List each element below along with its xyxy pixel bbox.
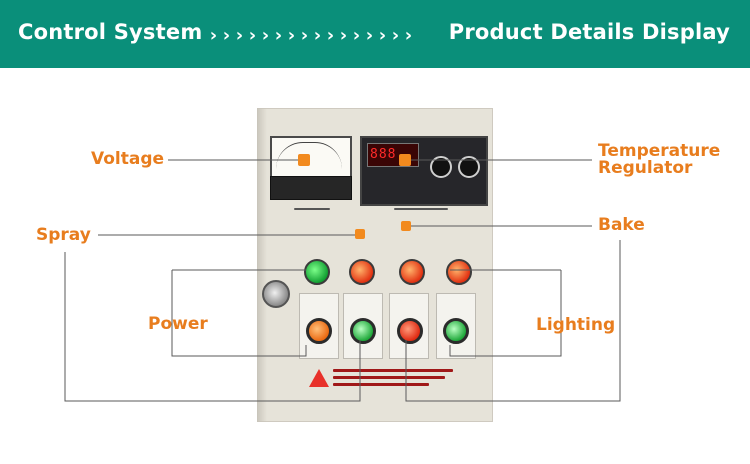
chevron-right-icon: › (261, 25, 272, 46)
power-switch[interactable] (306, 318, 332, 344)
callout-power: Power (148, 314, 208, 334)
header-title-left: Control System (18, 20, 203, 44)
callout-temperature-line2: Regulator (598, 158, 693, 178)
power-line (171, 270, 307, 357)
bake-switch[interactable] (397, 318, 423, 344)
voltmeter-base (270, 176, 352, 200)
regulator-knob-left[interactable] (430, 156, 452, 178)
callout-spray: Spray (36, 225, 91, 245)
chevron-right-icon: › (248, 25, 259, 46)
bake-marker (401, 221, 411, 231)
callout-lighting: Lighting (536, 315, 616, 335)
bake-indicator-lamp (399, 259, 425, 285)
lighting-switch[interactable] (443, 318, 469, 344)
callout-temperature-line1: Temperature (598, 141, 721, 161)
chevron-right-icon: › (313, 25, 324, 46)
chevron-right-icon: › (326, 25, 337, 46)
chevron-right-icon: › (391, 25, 402, 46)
chevron-right-icon: › (365, 25, 376, 46)
spray-indicator-lamp (349, 259, 375, 285)
voltmeter-scale (276, 142, 342, 169)
panel-shadow (257, 108, 267, 422)
chevron-right-icon: › (339, 25, 350, 46)
temperature-label-plate (394, 208, 448, 210)
power-indicator-lamp (304, 259, 330, 285)
chevron-right-icon: › (209, 25, 220, 46)
spray-marker (355, 229, 365, 239)
spray-vertical-line (64, 252, 361, 402)
voltage-marker (298, 154, 310, 166)
regulator-display-digits: 888 (370, 147, 397, 162)
spray-switch[interactable] (350, 318, 376, 344)
voltage-label-plate (294, 208, 330, 210)
chevron-right-icon: › (300, 25, 311, 46)
chevron-right-icon: › (235, 25, 246, 46)
warning-text-lines (333, 366, 473, 390)
callout-bake: Bake (598, 215, 645, 235)
regulator-knob-right[interactable] (458, 156, 480, 178)
chevron-right-icon: › (222, 25, 233, 46)
temperature-marker (399, 154, 411, 166)
lighting-line (449, 270, 562, 357)
warning-triangle-icon (309, 369, 329, 387)
header-banner: Control System ›››››››››››››››› Product … (0, 0, 750, 68)
chevron-right-icon: › (274, 25, 285, 46)
chevron-right-icon: › (287, 25, 298, 46)
header-title-right: Product Details Display (448, 20, 730, 44)
bake-vertical-line (405, 240, 621, 402)
lighting-indicator-lamp (446, 259, 472, 285)
chevron-right-icon: › (352, 25, 363, 46)
chevron-right-icon: › (404, 25, 415, 46)
key-switch[interactable] (262, 280, 290, 308)
chevron-right-icon: › (378, 25, 389, 46)
callout-voltage: Voltage (91, 149, 165, 169)
header-chevrons: ›››››››››››››››› (208, 25, 416, 46)
